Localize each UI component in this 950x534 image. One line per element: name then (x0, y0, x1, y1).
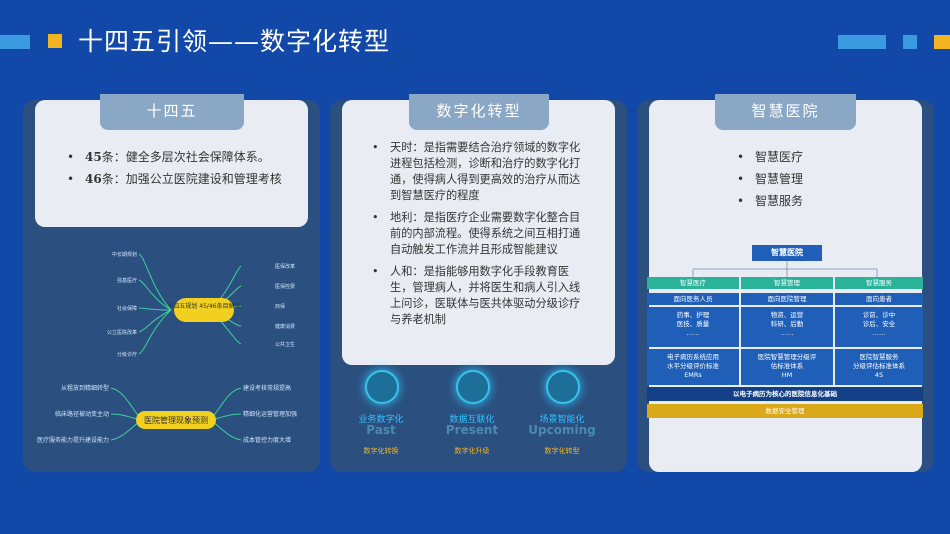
step-sub: 数字化升级 (454, 447, 490, 455)
mindmap-left-node: 社会保障 (117, 305, 137, 312)
mindmap-bottom-left-node: 临床路径被动变主动 (55, 410, 109, 418)
header-deco-right-bar (838, 35, 886, 49)
mindmap-bottom-text: 医院管理现象预测 (144, 415, 208, 425)
bullet-item: 46条：加强公立医院建设和管理考核 (65, 170, 305, 188)
panel3-tab: 智慧医院 (715, 94, 856, 130)
step-english: Present (445, 423, 499, 437)
panel2-tab: 数字化转型 (409, 94, 549, 130)
column-standard: 电子病历系统应用 水平分级评价标准 EMRs (647, 349, 739, 385)
column-items: 药事、护理 医技、质量 …… (647, 307, 739, 347)
mindmap-right-node: 医保改革 (275, 263, 295, 270)
column-target: 面向患者 (835, 293, 923, 305)
mindmap-bottom-right-node: 建设考核常规提高 (243, 384, 291, 392)
bullet-item: 天时：是指需要结合治疗领域的数字化进程包括检测，诊断和治疗的数字化打通，使得病人… (370, 140, 584, 204)
bullet-item: 地利：是指医疗企业需要数字化整合目前的内部流程。使得系统之间互相打通自动触发工作… (370, 210, 584, 258)
mindmap-right-node: 医保控费 (275, 283, 295, 290)
bullet-item: 智慧医疗 (735, 146, 885, 168)
panel-smart-hospital: 智慧医院 智慧医疗 智慧管理 智慧服务 智慧医院 智慧医疗 面向医务人员 药事、… (637, 94, 934, 472)
mindmap-bottom-left-node: 从粗放到精细转型 (61, 384, 109, 392)
mindmap-bottom-node (136, 411, 216, 429)
diagram-base: 以电子病历为核心的医院信息化基础 (647, 387, 923, 401)
diagram-connector (692, 261, 878, 277)
scenario-intel-icon (546, 370, 580, 404)
column-standard: 医院智慧管理分级评 估标准体系 HM (741, 349, 833, 385)
mindmap: 十四五规划 45/46条目解读 中长期规划 强基医疗 社会保障 公立医院改革 分… (37, 251, 297, 444)
column-head: 智慧管理 (741, 277, 833, 289)
step-english: Past (366, 423, 396, 437)
panel-digital-transformation: 数字化转型 天时：是指需要结合治疗领域的数字化进程包括检测，诊断和治疗的数字化打… (330, 94, 627, 472)
mindmap-left-node: 强基医疗 (117, 277, 137, 284)
transformation-steps: 业务数字化 Past 数字化转换 数据互联化 Present 数字化升级 场景智… (330, 362, 627, 472)
step-label: 业务数字化 (358, 415, 404, 425)
panel3-bullets: 智慧医疗 智慧管理 智慧服务 (735, 146, 885, 212)
diagram-security: 数据安全管理 (647, 404, 923, 418)
mindmap-center-node (174, 298, 234, 322)
step-label: 场景智能化 (539, 415, 585, 425)
header-deco-left-bar (0, 35, 30, 49)
header-deco-left-square (48, 34, 62, 48)
column-items: 诊前、诊中 诊后、安全 …… (835, 307, 923, 347)
column-target: 面向医院管理 (741, 293, 833, 305)
bullet-item: 人和：是指能够用数字化手段教育医生，管理病人，并将医生和病人引入线上问诊，医联体… (370, 264, 584, 328)
slide-title: 十四五引领——数字化转型 (78, 27, 391, 56)
mindmap-center-text: 十四五规划 45/46条目解读 (167, 302, 240, 310)
step-sub: 数字化转换 (363, 447, 399, 455)
mindmap-right-node: 公共卫生 (275, 341, 295, 348)
column-head: 智慧医疗 (647, 277, 739, 289)
column-items: 物资、运营 科研、后勤 …… (741, 307, 833, 347)
bullet-item: 45条：健全多层次社会保障体系。 (65, 148, 305, 166)
smart-hospital-diagram: 智慧医院 智慧医疗 面向医务人员 药事、护理 医技、质量 …… 电子病历系统应用… (647, 245, 923, 425)
mindmap-right-node: 健康消费 (275, 323, 295, 330)
step-sub: 数字化转型 (544, 447, 580, 455)
panel1-tab: 十四五 (100, 94, 244, 130)
business-digital-icon (365, 370, 399, 404)
step-english: Upcoming (528, 423, 596, 437)
header-deco-right-end (934, 35, 950, 49)
header-deco-right-square (903, 35, 917, 49)
mindmap-bottom-right-node: 成本管控力度大增 (243, 436, 291, 444)
column-target: 面向医务人员 (647, 293, 739, 305)
step-label: 数据互联化 (449, 415, 495, 425)
mindmap-bottom-right-node: 精细化运营管理加强 (243, 410, 297, 418)
column-standard: 医院智慧服务 分级评估标准体系 4S (835, 349, 923, 385)
mindmap-left-node: 中长期规划 (112, 251, 137, 258)
data-connect-icon (456, 370, 490, 404)
column-head: 智慧服务 (835, 277, 923, 289)
mindmap-left-node: 公立医院改革 (107, 329, 137, 336)
mindmap-bottom-left-node: 医疗服务能力提升建设能力 (37, 436, 109, 444)
bullet-item: 智慧管理 (735, 168, 885, 190)
panel-fourteenth-plan: 十四五 45条：健全多层次社会保障体系。 46条：加强公立医院建设和管理考核 十… (23, 94, 320, 472)
diagram-top: 智慧医院 (752, 245, 822, 261)
bullet-item: 智慧服务 (735, 190, 885, 212)
mindmap-right-node: 商保 (275, 303, 285, 310)
panel2-bullets: 天时：是指需要结合治疗领域的数字化进程包括检测，诊断和治疗的数字化打通，使得病人… (370, 140, 584, 328)
mindmap-left-node: 分级诊疗 (117, 351, 137, 358)
panel1-bullets: 45条：健全多层次社会保障体系。 46条：加强公立医院建设和管理考核 (65, 148, 305, 188)
